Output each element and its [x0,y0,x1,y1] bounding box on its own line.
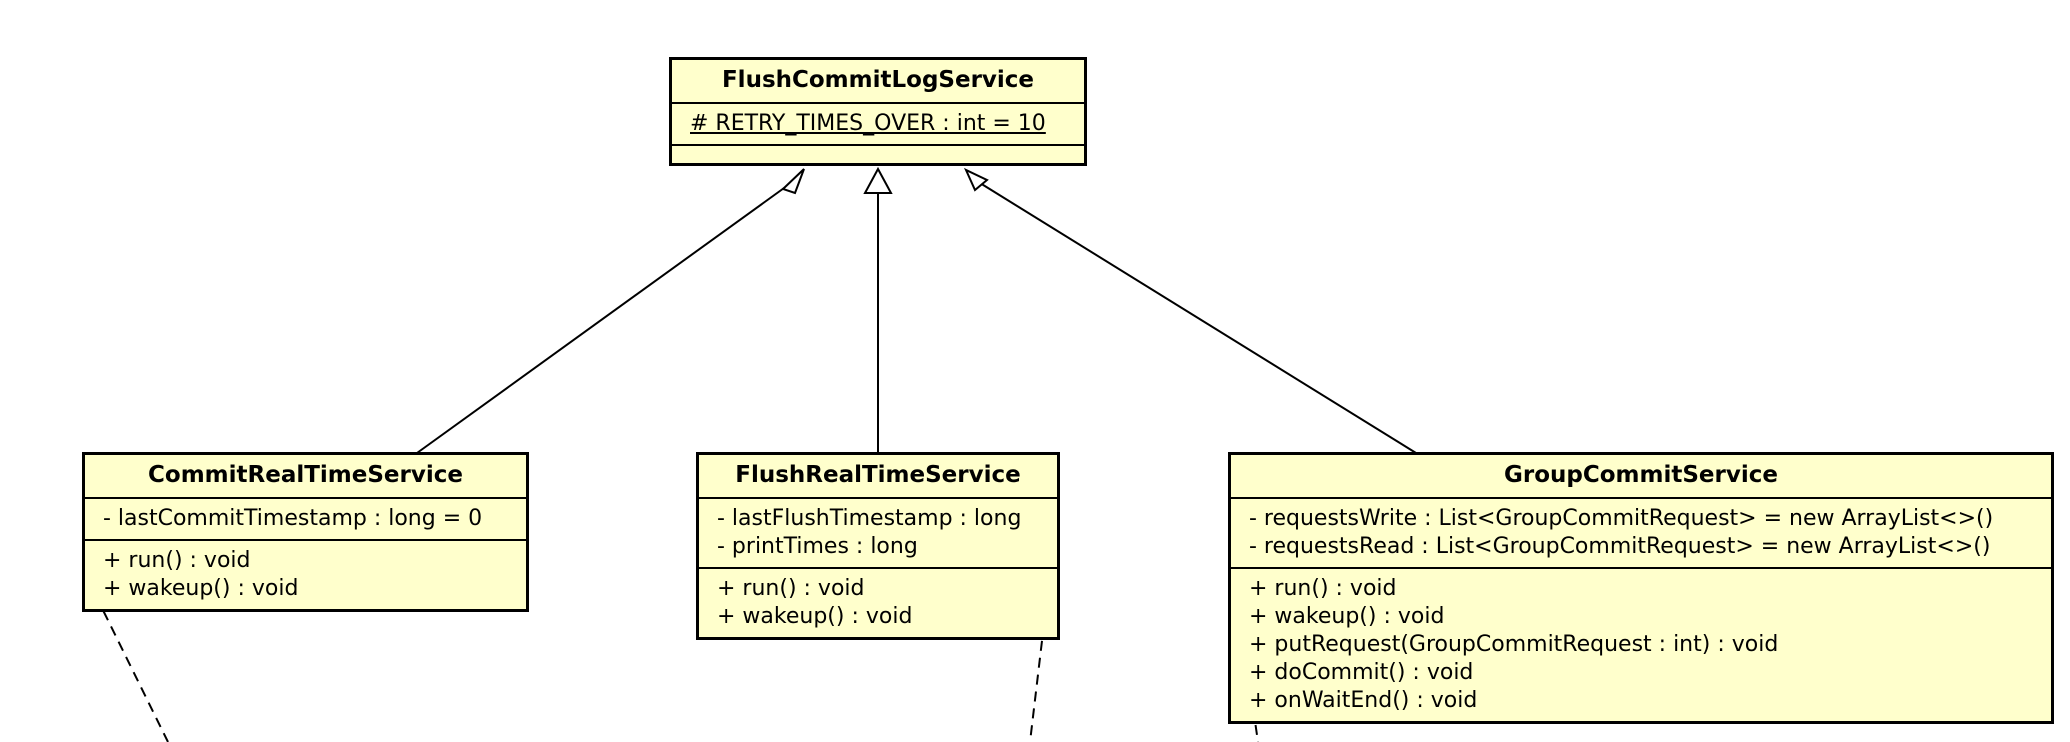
attribute-row: - lastFlushTimestamp : long [717,506,1022,531]
generalization-group-commit-service [963,167,1417,454]
operation-row: + run() : void [1249,576,1397,601]
attributes-section: - lastCommitTimestamp : long = 0 [85,499,526,541]
generalization-commit-real-time-service [416,168,805,454]
attribute-row: - requestsRead : List<GroupCommitRequest… [1249,534,1991,559]
operation-row: + onWaitEnd() : void [1249,688,1478,713]
class-group-commit-service[interactable]: GroupCommitService - requestsWrite : Lis… [1228,452,2054,724]
attribute-row: - lastCommitTimestamp : long = 0 [103,506,483,531]
operations-section [672,146,1084,163]
operation-row: + wakeup() : void [717,604,913,629]
operation-row: + wakeup() : void [1249,604,1445,629]
operations-section: + run() : void + wakeup() : void [85,541,526,609]
operation-row: + putRequest(GroupCommitRequest : int) :… [1249,632,1779,657]
operations-section: + run() : void + wakeup() : void [699,569,1057,637]
class-name: FlushCommitLogService [672,60,1084,104]
operation-row: + run() : void [103,548,251,573]
attribute-row: # RETRY_TIMES_OVER : int = 10 [690,111,1046,136]
class-commit-real-time-service[interactable]: CommitRealTimeService - lastCommitTimest… [82,452,529,612]
attributes-section: - requestsWrite : List<GroupCommitReques… [1231,499,2051,569]
attribute-row: - printTimes : long [717,534,918,559]
attributes-section: # RETRY_TIMES_OVER : int = 10 [672,104,1084,146]
generalization-flush-real-time-service [863,166,893,453]
class-flush-commit-log-service[interactable]: FlushCommitLogService # RETRY_TIMES_OVER… [669,57,1087,166]
class-name: CommitRealTimeService [85,455,526,499]
attributes-section: - lastFlushTimestamp : long - printTimes… [699,499,1057,569]
dependency-commit-real-time-service [91,591,169,742]
class-name: FlushRealTimeService [699,455,1057,499]
operation-row: + run() : void [717,576,865,601]
operations-section: + run() : void + wakeup() : void + putRe… [1231,569,2051,721]
class-name: GroupCommitService [1231,455,2051,499]
operation-row: + wakeup() : void [103,576,299,601]
attribute-row: - requestsWrite : List<GroupCommitReques… [1249,506,1994,531]
operation-row: + doCommit() : void [1249,660,1474,685]
class-flush-real-time-service[interactable]: FlushRealTimeService - lastFlushTimestam… [696,452,1060,640]
